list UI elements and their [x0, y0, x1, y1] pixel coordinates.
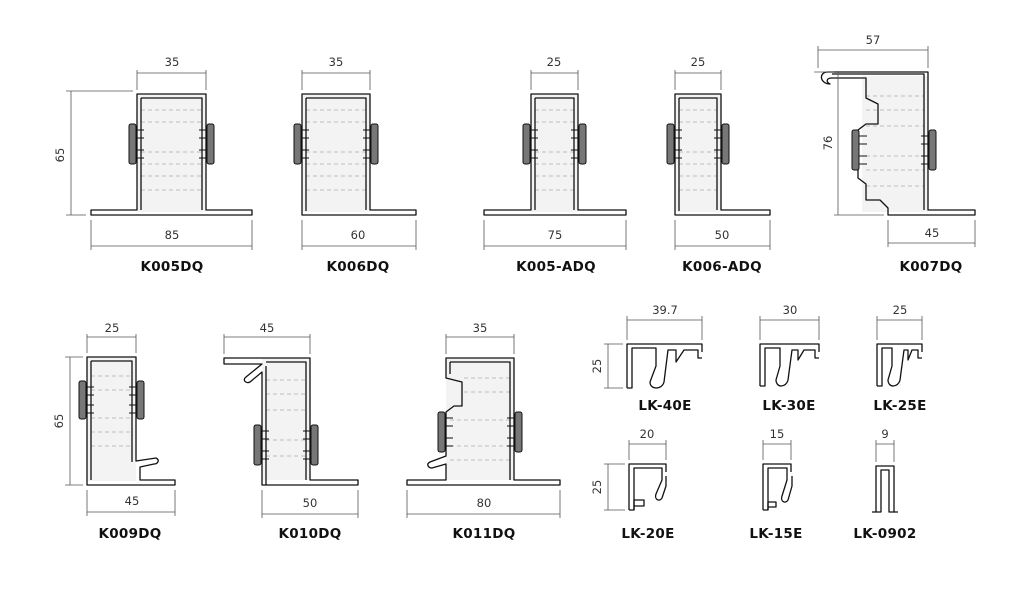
profile-k011dq: 35 80 K011DQ — [406, 321, 561, 542]
profile-k006dq: 35 60 K006DQ — [293, 55, 417, 275]
k005dq-label: K005DQ — [140, 259, 203, 275]
profile-k010dq: 45 50 K010DQ — [223, 321, 359, 542]
lk-20e-height-dim: 25 — [590, 480, 604, 495]
lk-0902-label: LK-0902 — [853, 526, 916, 542]
k010dq-label: K010DQ — [278, 526, 341, 542]
k005dq-bottom-dim: 85 — [165, 228, 180, 242]
lk-30e-top-dim: 30 — [783, 303, 798, 317]
lk-25e-top-dim: 25 — [893, 303, 908, 317]
k005-adq-top-dim: 25 — [547, 55, 562, 69]
profile-k005dq: 35 85 65 K005DQ — [53, 55, 253, 275]
lk-20e-label: LK-20E — [621, 526, 674, 542]
k005dq-height-dim: 65 — [53, 148, 67, 163]
profile-lk-0902: 9 LK-0902 — [853, 427, 916, 542]
k009dq-bottom-dim: 45 — [125, 494, 140, 508]
k009dq-label: K009DQ — [98, 526, 161, 542]
lk-40e-top-dim: 39.7 — [652, 303, 678, 317]
k009dq-top-dim: 25 — [105, 321, 120, 335]
k007dq-height-dim: 76 — [821, 136, 835, 151]
k006-adq-label: K006-ADQ — [682, 259, 762, 275]
k009dq-height-dim: 65 — [52, 414, 66, 429]
lk-15e-top-dim: 15 — [770, 427, 785, 441]
lk-0902-top-dim: 9 — [881, 427, 888, 441]
profile-lk-30e: 30 LK-30E — [759, 303, 820, 414]
k005-adq-bottom-dim: 75 — [548, 228, 563, 242]
k006-adq-bottom-dim: 50 — [715, 228, 730, 242]
k005-adq-label: K005-ADQ — [516, 259, 596, 275]
profile-lk-15e: 15 LK-15E — [749, 427, 802, 542]
profile-k007dq: 57 45 76 K007DQ — [814, 33, 976, 275]
k006dq-top-dim: 35 — [329, 55, 344, 69]
lk-40e-height-dim: 25 — [590, 359, 604, 374]
lk-15e-label: LK-15E — [749, 526, 802, 542]
profile-k005-adq: 25 75 K005-ADQ — [483, 55, 627, 275]
k010dq-bottom-dim: 50 — [303, 496, 318, 510]
k006-adq-top-dim: 25 — [691, 55, 706, 69]
profile-lk-20e: 20 25 LK-20E — [590, 427, 674, 542]
k011dq-bottom-dim: 80 — [477, 496, 492, 510]
k007dq-bottom-dim: 45 — [925, 226, 940, 240]
k007dq-label: K007DQ — [899, 259, 962, 275]
lk-30e-label: LK-30E — [762, 398, 815, 414]
k005dq-top-dim: 35 — [165, 55, 180, 69]
lk-20e-top-dim: 20 — [640, 427, 655, 441]
k007dq-top-dim: 57 — [866, 33, 881, 47]
profile-lk-25e: 25 LK-25E — [873, 303, 926, 414]
k011dq-label: K011DQ — [452, 526, 515, 542]
lk-40e-label: LK-40E — [638, 398, 691, 414]
k006dq-bottom-dim: 60 — [351, 228, 366, 242]
k011dq-top-dim: 35 — [473, 321, 488, 335]
lk-25e-label: LK-25E — [873, 398, 926, 414]
profile-k009dq: 25 45 65 K009DQ — [52, 321, 176, 542]
profile-k006-adq: 25 50 K006-ADQ — [666, 55, 771, 275]
k010dq-top-dim: 45 — [260, 321, 275, 335]
profile-lk-40e: 39.7 25 LK-40E — [590, 303, 703, 414]
k006dq-label: K006DQ — [326, 259, 389, 275]
